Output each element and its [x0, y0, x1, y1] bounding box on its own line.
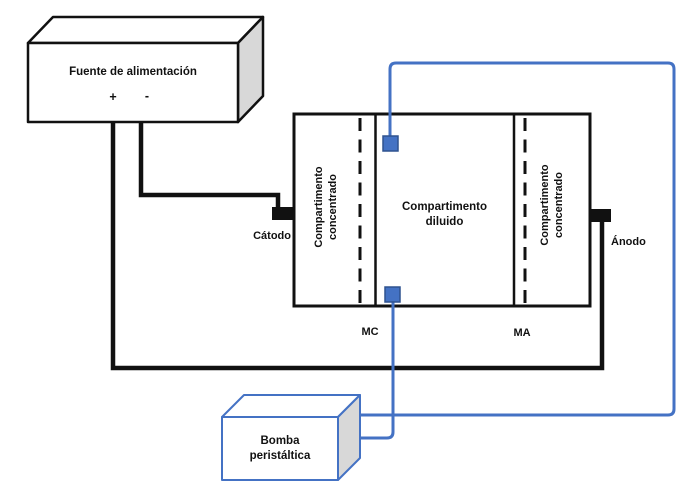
- cation-membrane-label: MC: [361, 326, 379, 338]
- cathode-tab: [272, 207, 294, 220]
- pump-top-face: [221, 394, 361, 418]
- dilute-line1: Compartimento: [402, 201, 487, 213]
- anion-membrane-label: MA: [513, 327, 531, 339]
- power-supply-label: Fuente de alimentación: [69, 66, 197, 78]
- right-concentrate-compartment-label: Compartimento concentrado: [539, 140, 569, 270]
- right-concentrate-line2: concentrado: [552, 172, 565, 239]
- dilute-compartment-label: Compartimento diluido: [394, 200, 495, 229]
- negative-terminal-label: -: [144, 89, 150, 103]
- dilute-outlet-port: [384, 286, 401, 303]
- right-concentrate-line1: Compartimento: [539, 164, 551, 246]
- dilute-inlet-port: [382, 135, 399, 152]
- cathode-wire: [138, 122, 281, 209]
- power-supply-top-face: [26, 15, 265, 45]
- left-concentrate-line2: concentrado: [326, 174, 339, 241]
- positive-terminal-label: +: [109, 90, 117, 104]
- anode-tab: [590, 209, 611, 222]
- left-concentrate-line1: Compartimento: [313, 166, 325, 248]
- anode-wire: [110, 122, 605, 371]
- anode-label: Ánodo: [611, 236, 646, 248]
- pump-supply-tube: [352, 61, 676, 417]
- cell-outline: [292, 112, 592, 308]
- power-supply-front-face: [26, 41, 240, 124]
- pump-line2: peristáltica: [249, 449, 311, 462]
- pump-line1: Bomba: [260, 435, 300, 447]
- cathode-label: Cátodo: [253, 230, 291, 242]
- pump-label: Bomba peristáltica: [224, 434, 336, 463]
- left-concentrate-compartment-label: Compartimento concentrado: [313, 142, 343, 272]
- pump-front-face: [221, 416, 339, 481]
- dilute-line2: diluido: [425, 215, 464, 228]
- pump-return-tube: [352, 300, 395, 440]
